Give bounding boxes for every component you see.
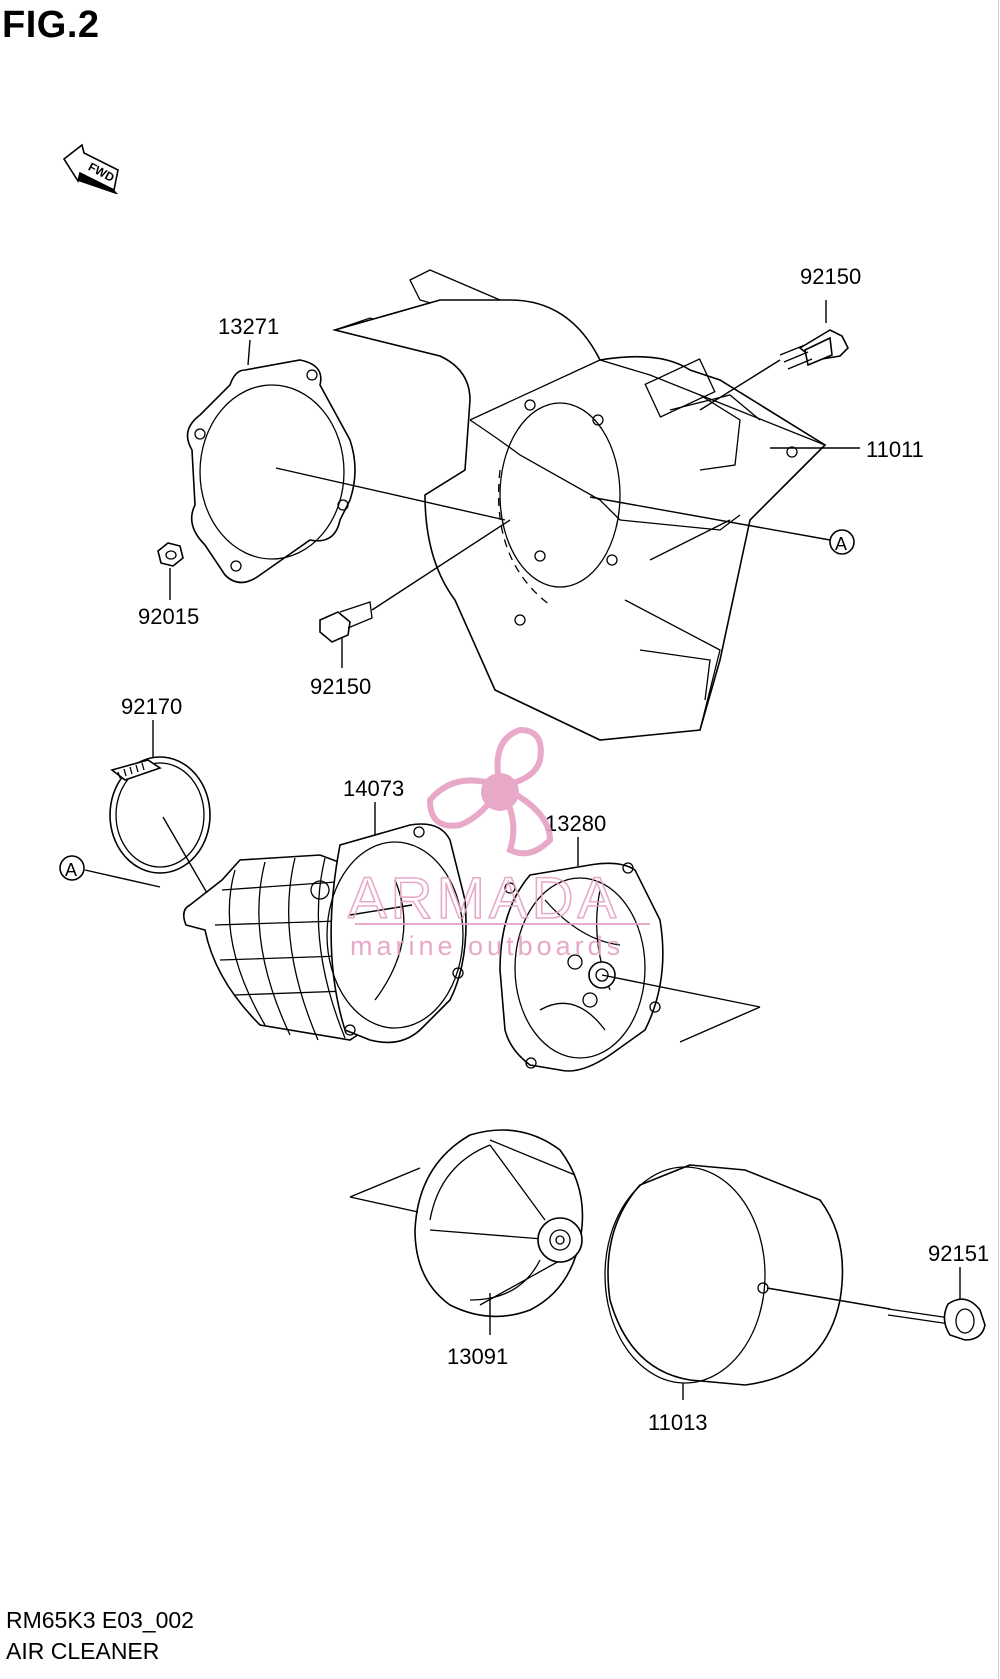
watermark-brand: ARMADA bbox=[348, 866, 620, 931]
air-filter-holder-14073 bbox=[182, 823, 467, 1044]
part-label-14073: 14073 bbox=[343, 776, 404, 801]
part-label-11013: 11013 bbox=[648, 1410, 708, 1435]
part-label-92170: 92170 bbox=[121, 694, 182, 719]
reference-mark-a-upper: A bbox=[829, 529, 855, 555]
clamp-92170 bbox=[109, 756, 211, 874]
propeller-logo-icon bbox=[426, 726, 554, 857]
svg-text:A: A bbox=[65, 860, 77, 880]
part-label-13271: 13271 bbox=[218, 314, 279, 339]
air-filter-11013 bbox=[604, 1164, 844, 1386]
bolt-92150-lower bbox=[319, 519, 511, 643]
gasket-13271 bbox=[186, 359, 356, 584]
watermark-tagline: marine outboards bbox=[350, 931, 624, 961]
part-label-11011: 11011 bbox=[866, 437, 924, 462]
part-label-13091: 13091 bbox=[447, 1344, 508, 1369]
figure-title: FIG.2 bbox=[2, 4, 100, 46]
reference-mark-a-lower: A bbox=[59, 855, 85, 881]
diagram-code: RM65K3 E03_002 bbox=[6, 1607, 194, 1633]
part-label-92015: 92015 bbox=[138, 604, 199, 629]
page-border bbox=[998, 0, 999, 1679]
part-label-13280: 13280 bbox=[545, 811, 606, 836]
filter-cage-13091 bbox=[414, 1129, 584, 1318]
fwd-arrow-icon: FWD bbox=[62, 143, 119, 194]
air-cleaner-case-11011 bbox=[331, 269, 827, 741]
svg-text:A: A bbox=[835, 534, 847, 554]
diagram-title: AIR CLEANER bbox=[6, 1638, 160, 1664]
bolt-92150-upper bbox=[699, 329, 849, 411]
part-label-92151: 92151 bbox=[928, 1241, 989, 1266]
watermark: ARMADA marine outboards bbox=[347, 726, 650, 961]
nut-92015 bbox=[157, 542, 184, 567]
part-label-92150-lower: 92150 bbox=[310, 674, 371, 699]
wing-bolt-92151 bbox=[887, 1298, 986, 1341]
part-label-92150-upper: 92150 bbox=[800, 264, 861, 289]
leader-lines bbox=[84, 300, 961, 1400]
